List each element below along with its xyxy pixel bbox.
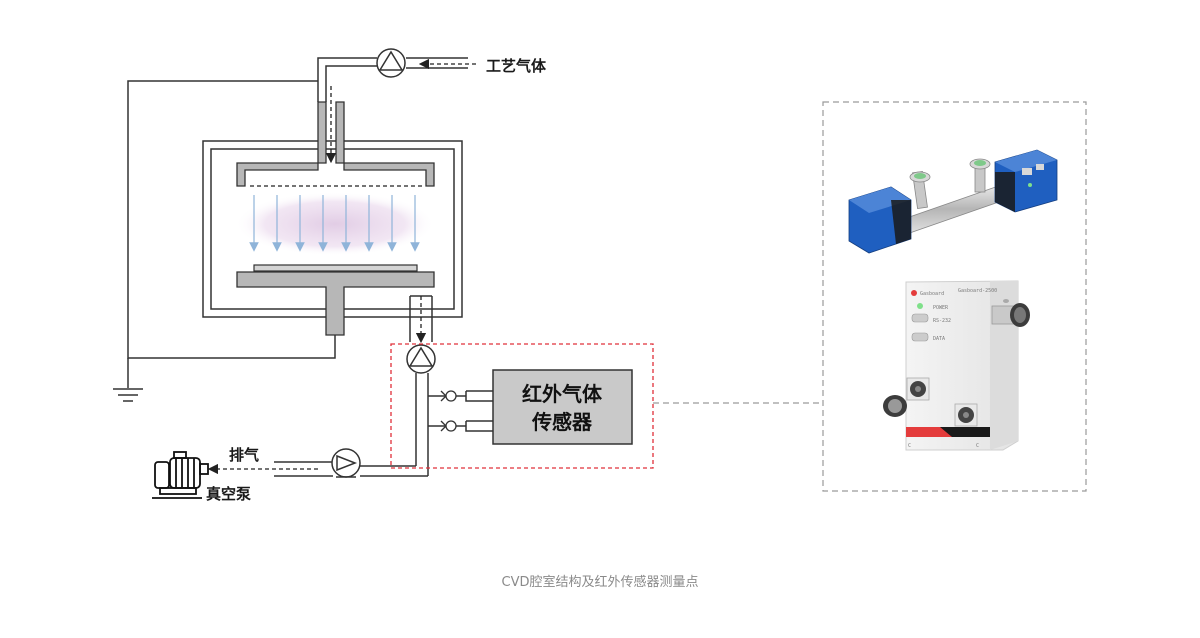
svg-text:C: C <box>908 443 911 449</box>
substrate-wafer <box>253 264 418 272</box>
device-model-label: Gasboard-2500 <box>958 288 997 294</box>
port-label-rs232: RS-232 <box>933 318 951 324</box>
inline-sensor-device <box>848 149 1058 254</box>
sensor-label-line1: 红外气体 <box>522 382 603 406</box>
port-label-power: POWER <box>933 305 949 311</box>
flow-pump-icon <box>331 448 361 478</box>
exhaust-label: 排气 <box>229 446 259 464</box>
svg-text:Gasboard: Gasboard <box>920 291 944 297</box>
check-valve-icon <box>440 420 457 432</box>
gas-inlet-tube <box>317 57 468 102</box>
ground-wire <box>127 80 336 388</box>
exhaust-line <box>274 461 428 477</box>
sample-lines <box>415 373 493 476</box>
plasma-flow-arrows <box>249 195 420 252</box>
svg-text:C: C <box>976 443 979 449</box>
showerhead <box>236 101 435 187</box>
product-photo-frame <box>822 101 1087 492</box>
measurement-point-highlight <box>390 343 654 469</box>
flow-pump-icon <box>406 344 436 374</box>
flow-pump-icon <box>376 48 406 78</box>
ground-icon <box>113 388 143 402</box>
plasma-glow <box>235 192 435 256</box>
susceptor <box>236 271 435 336</box>
vacuum-pump-icon <box>152 451 209 499</box>
port-label-data: DATA <box>933 336 945 342</box>
figure-caption: CVD腔室结构及红外传感器测量点 <box>501 575 699 590</box>
process-gas-label: 工艺气体 <box>486 57 547 75</box>
ir-gas-sensor-box <box>492 369 633 445</box>
vacuum-pump-label: 真空泵 <box>206 485 251 503</box>
gasboard-device: Gasboard Gasboard-2500 POWER RS-232 DATA… <box>883 280 1030 451</box>
check-valve-icon <box>440 390 457 402</box>
sensor-label-line2: 传感器 <box>531 410 593 434</box>
